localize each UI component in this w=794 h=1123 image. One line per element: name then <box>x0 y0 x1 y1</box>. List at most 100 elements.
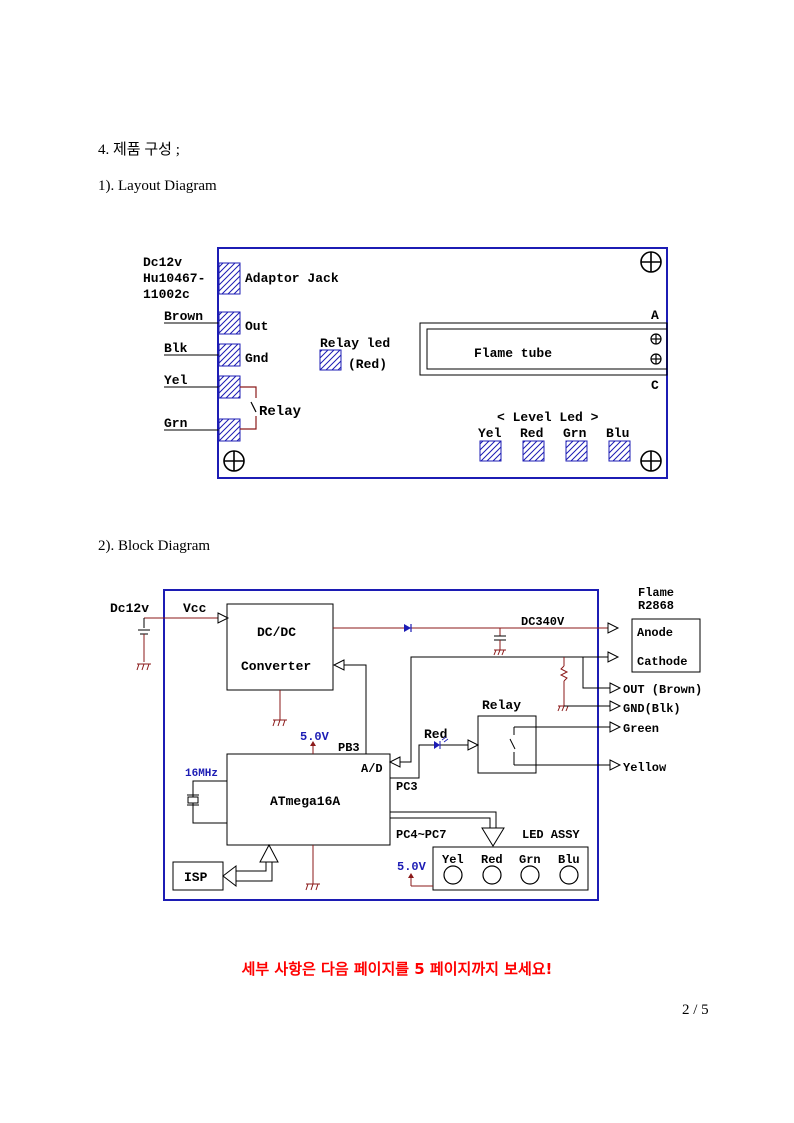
isp-label: ISP <box>184 870 208 885</box>
relay-label: Relay <box>259 404 302 420</box>
mounting-hole-icon <box>223 450 245 472</box>
relay-switch-icon <box>509 727 516 765</box>
led-red-icon <box>482 865 502 885</box>
led-blu-label: Blu <box>558 853 580 867</box>
anode-arrow-icon <box>607 622 620 634</box>
out-brown-label: OUT (Brown) <box>623 683 702 697</box>
gnd-label: Gnd <box>245 351 268 366</box>
terminal-plus-icon <box>650 353 662 365</box>
wire-yel-label: Yel <box>164 373 188 388</box>
isp-mcu-arrow-icon <box>259 843 279 863</box>
anode-label: Anode <box>637 626 673 640</box>
out-label: Out <box>245 319 268 334</box>
ad-label: A/D <box>361 762 383 776</box>
ground-icon <box>305 883 320 891</box>
dc-label-line3: 11002c <box>143 287 190 302</box>
ad-arrow-icon <box>388 756 401 768</box>
grn-pad <box>218 418 241 442</box>
out-brown-wire <box>582 657 610 689</box>
converter-control-arrow-icon <box>332 659 345 671</box>
mounting-hole-icon <box>640 450 662 472</box>
relay-led-pad <box>319 349 342 371</box>
yellow-label: Yellow <box>623 761 667 775</box>
ground-icon <box>272 719 287 727</box>
terminal-c-label: C <box>651 378 659 393</box>
capacitor-icon <box>493 628 506 656</box>
gnd-blk-label: GND(Blk) <box>623 702 681 716</box>
pb3-label: PB3 <box>338 741 360 755</box>
dc-label-line1: Dc12v <box>143 255 182 270</box>
vcc-label: Vcc <box>183 601 207 616</box>
yellow-arrow-icon <box>609 759 622 771</box>
isp-arrow-icon <box>222 864 237 888</box>
bus-wire-inner <box>390 817 491 828</box>
crystal-label: 16MHz <box>185 768 218 780</box>
detail-note: 세부 사항은 다음 페이지를 5 페이지까지 보세요! <box>241 960 553 978</box>
wire-grn-label: Grn <box>164 416 188 431</box>
resistor-icon <box>557 657 570 712</box>
dcdc-converter-block <box>226 603 334 691</box>
terminal-plus-icon <box>650 333 662 345</box>
vcc-arrow-icon <box>217 612 230 624</box>
block-diagram-heading: 2). Block Diagram <box>98 538 211 554</box>
out-pad <box>218 311 241 335</box>
block-diagram: Dc12v Vcc DC/DC Converter DC340V <box>110 586 702 901</box>
dcdc-label-line2: Converter <box>241 659 311 674</box>
level-led-label: < Level Led > <box>497 410 599 425</box>
section-heading: 4. 제품 구성 ; <box>98 142 180 158</box>
battery-icon <box>138 618 150 662</box>
flame-tube-block <box>631 618 701 673</box>
relay-switch-icon <box>240 386 257 430</box>
led-red-label: Red <box>481 853 503 867</box>
flame-label-line1: Flame <box>638 586 674 600</box>
cathode-arrow-icon <box>607 651 620 663</box>
dc340v-label: DC340V <box>521 615 565 629</box>
yel-pad <box>218 375 241 399</box>
layout-diagram-heading: 1). Layout Diagram <box>98 178 217 194</box>
relay-drive-arrow-icon <box>467 739 480 751</box>
isp-wire-outer <box>236 862 273 882</box>
led-assy-block <box>432 846 589 891</box>
level-led-red-label: Red <box>520 426 543 441</box>
green-arrow-icon <box>609 721 622 733</box>
led-grn-icon <box>520 865 540 885</box>
bus-arrow-icon <box>481 827 505 847</box>
led-icon <box>434 736 449 749</box>
pb3-wire <box>344 664 367 754</box>
pc3-wire <box>390 744 468 779</box>
mcu-block <box>226 753 391 846</box>
led-vcc-label: 5.0V <box>397 860 427 874</box>
gnd-pad <box>218 343 241 367</box>
bus-wire-outer <box>390 811 497 828</box>
led-yel-label: Yel <box>442 853 464 867</box>
led-yel-icon <box>443 865 463 885</box>
vcc-5v-label: 5.0V <box>300 730 330 744</box>
relay-block-label: Relay <box>482 698 521 713</box>
flame-tube-label: Flame tube <box>474 346 552 361</box>
pc3-label: PC3 <box>396 780 418 794</box>
crystal-icon <box>187 794 199 806</box>
flame-tube-inner <box>426 328 668 370</box>
level-led-blu-pad <box>608 440 631 462</box>
mcu-label: ATmega16A <box>270 794 340 809</box>
relay-block <box>477 715 537 774</box>
gnd-arrow-icon <box>609 700 622 712</box>
red-led-label: Red <box>424 727 447 742</box>
ground-icon <box>136 663 151 671</box>
level-led-yel-pad <box>479 440 502 462</box>
mounting-hole-icon <box>640 251 662 273</box>
led-grn-label: Grn <box>519 853 541 867</box>
cathode-return-wire <box>400 656 608 763</box>
led-blu-icon <box>559 865 579 885</box>
level-led-grn-pad <box>565 440 588 462</box>
diode-icon <box>404 624 411 632</box>
level-led-grn-label: Grn <box>563 426 587 441</box>
led-vcc-arrow-icon <box>408 873 414 878</box>
out-arrow-icon <box>609 682 622 694</box>
wire-brown-label: Brown <box>164 309 203 324</box>
terminal-a-label: A <box>651 308 659 323</box>
page-number: 2 / 5 <box>682 1002 709 1018</box>
system-outline <box>163 589 599 901</box>
vcc-arrow-up-icon <box>310 741 316 746</box>
level-led-yel-label: Yel <box>478 426 502 441</box>
